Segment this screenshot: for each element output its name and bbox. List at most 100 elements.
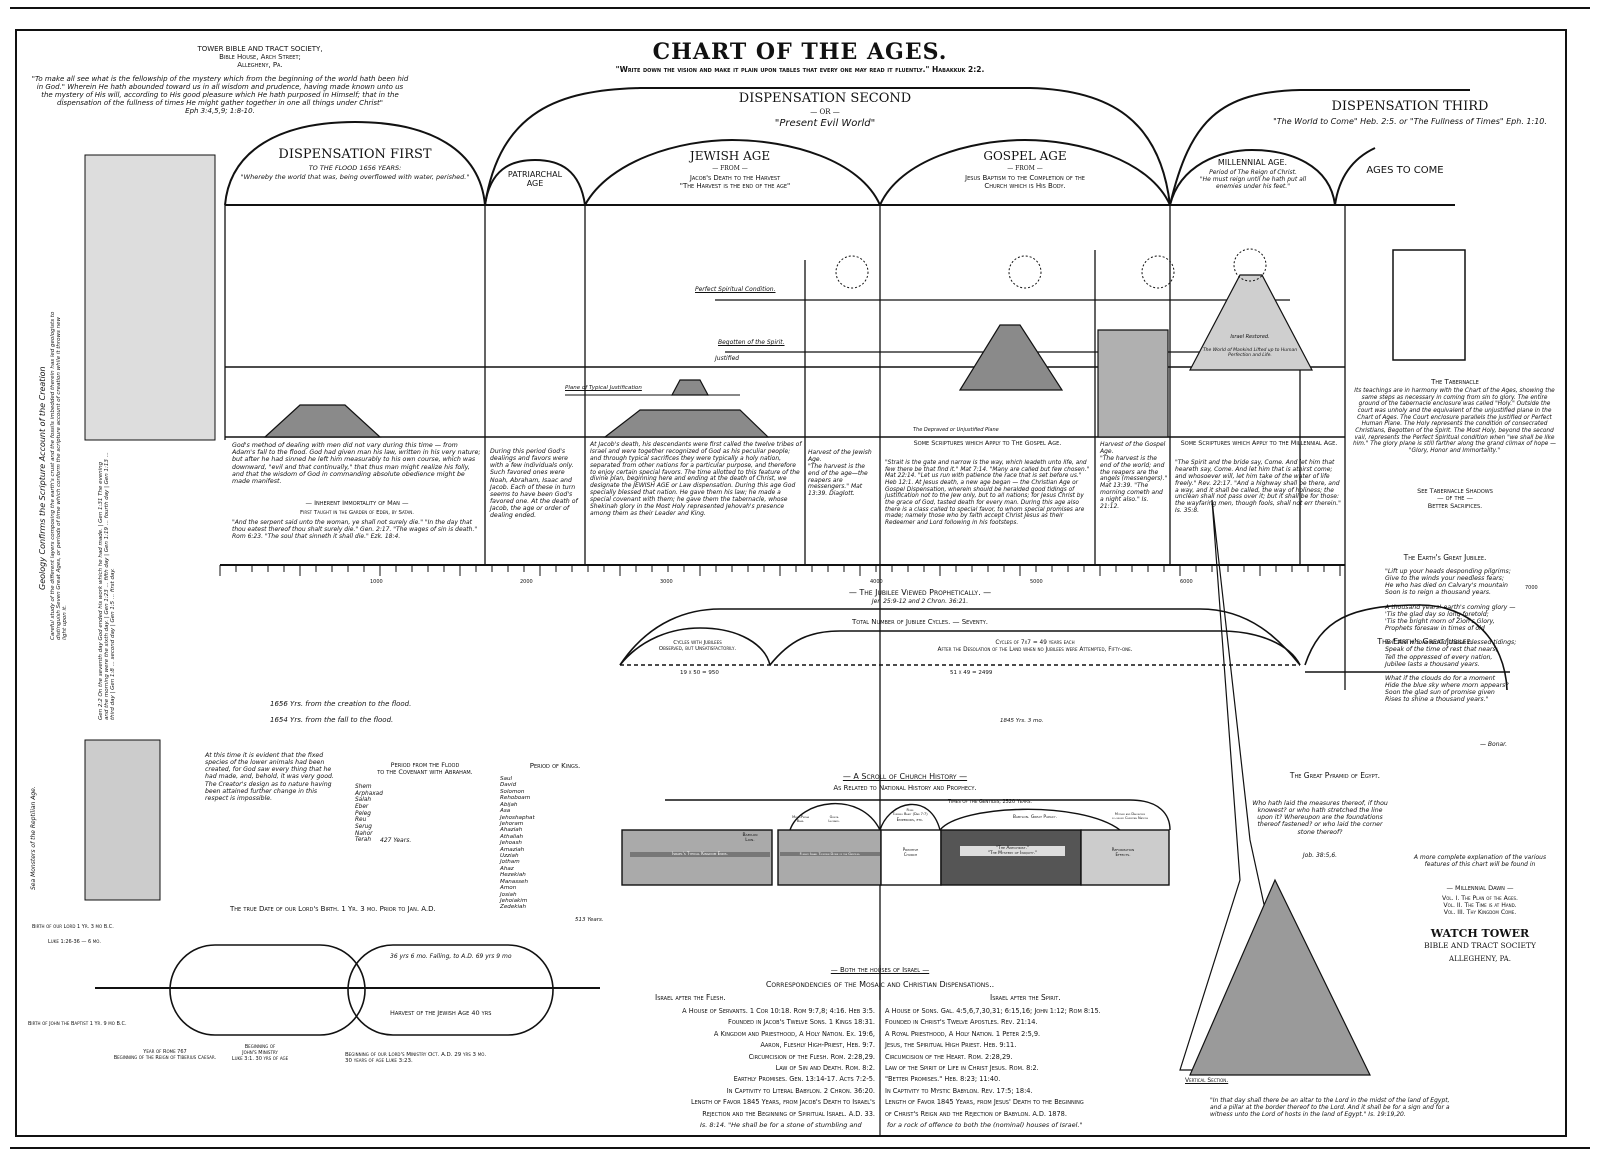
list-item: Jehoiakim	[500, 898, 528, 905]
sea-monster-illustration	[84, 739, 161, 901]
flood-table-title: Period from the Flood to the Covenant wi…	[377, 761, 473, 777]
list-item: Amaziah	[500, 846, 525, 853]
gospel-age-from: — FROM —	[1007, 165, 1043, 172]
scroll-grecia: Grecia Leopard.	[828, 815, 840, 824]
gospel-text: "Strait is the gate and narrow is the wa…	[885, 460, 1090, 526]
explanation-note: A more complete explanation of the vario…	[1413, 854, 1547, 868]
great-pyramid-title: The Great Pyramid of Egypt.	[1289, 771, 1381, 780]
arc-millennial-age	[1169, 148, 1336, 206]
list-item: Aaron, Fleshly High-Priest, Heb. 9:7.	[760, 1041, 875, 1050]
list-item: A Royal Priesthood, A Holy Nation. 1 Pet…	[885, 1029, 1041, 1038]
birth-harvest: Harvest of the Jewish Age 40 yrs	[390, 1009, 492, 1017]
list-item: Circumcision of the Heart. Rom. 2:28,29.	[885, 1052, 1013, 1061]
gospel-age-title: GOSPEL AGE	[983, 149, 1067, 163]
glory-rays	[835, 248, 1267, 289]
scroll-reformation-label: Reformation Effects.	[1111, 847, 1135, 857]
jewish-age-desc: Jacob's Death to the Harvest "The Harves…	[679, 174, 791, 191]
dispensation-second-sub: "Present Evil World"	[774, 118, 876, 129]
list-item: Rejection and the Beginning of Spiritual…	[702, 1109, 875, 1118]
list-item: Jehoash	[500, 840, 522, 847]
spirit-heading: Israel after the Spirit.	[990, 993, 1061, 1002]
arc-gospel-age	[879, 138, 1171, 206]
flesh-list: A House of Servants. 1 Cor 10:18. Rom 9:…	[590, 1006, 875, 1120]
kings-table-title: Period of Kings.	[529, 762, 581, 770]
sea-monsters-label: Sea Monsters of the Reptilian Age.	[30, 786, 37, 890]
fixed-species-text: At this time it is evident that the fixe…	[205, 752, 334, 802]
plane-depraved-label: The Depraved or Unjustified Plane	[913, 427, 999, 433]
scroll-trodden-label: Fleshly Israel Trodden Down of the Genti…	[780, 852, 880, 857]
jubilee-desolation: Cycles of 7x7 = 49 years each After the …	[937, 640, 1133, 653]
scroll-emperors: Emperors, etc.	[896, 817, 924, 822]
pyramid-jewish-top	[671, 379, 709, 396]
tabernacle-drawing	[1392, 249, 1466, 361]
birth-john: Beginning of John's Ministry Luke 3:1. 3…	[231, 1044, 289, 1062]
society-address: TOWER BIBLE AND TRACT SOCIETY, Bible Hou…	[197, 45, 323, 70]
spirit-list: A House of Sons. Gal. 4:5,6,7,30,31; 6:1…	[885, 1006, 1205, 1120]
geology-title: Geology Confirms the Scripture Account o…	[38, 366, 47, 590]
list-item: Nahor	[355, 830, 373, 837]
arc-jubilee-total	[619, 608, 1301, 666]
scroll-title: — A Scroll of Church History —	[842, 772, 968, 781]
dispensation-first-quote: "Whereby the world that was, being overf…	[240, 173, 470, 181]
geology-days: Gen 2:2 On the seventh day God ended his…	[98, 452, 116, 720]
pyramid-millennial	[1189, 274, 1313, 371]
list-item: Length of Favor 1845 Years, from Jesus' …	[885, 1098, 1084, 1107]
arc-dispensation-second	[484, 87, 1171, 206]
list-item: Salah	[355, 797, 372, 804]
birth-ministry: Beginning of our Lord's Ministry Oct. A.…	[345, 1052, 487, 1065]
immortality-quote: "And the serpent said unto the woman, ye…	[232, 519, 478, 540]
great-pyramid-ref: Job. 38:5,6.	[1302, 852, 1338, 859]
scroll-typical-kingdom	[621, 829, 773, 886]
list-item: Asa	[500, 808, 511, 815]
publisher-subtitle: BIBLE AND TRACT SOCIETY	[1424, 941, 1536, 950]
plane-perfect-label: Perfect Spiritual Condition.	[695, 286, 776, 293]
earths-great-jubilee-label: The Earth's Great Jubilee.	[1377, 637, 1473, 646]
list-item: In Captivity to Literal Babylon. 2 Chron…	[726, 1086, 875, 1095]
span-1845: 1845 Yrs. 3 mo.	[1000, 718, 1044, 724]
plane-typical-label: Plane of Typical Justification	[565, 385, 642, 391]
plane-justified-label: Justified	[715, 355, 740, 362]
birth-falling: 36 yrs 6 mo. Falling, to A.D. 69 yrs 9 m…	[390, 953, 512, 960]
timeline-tick-label: 1000	[370, 579, 383, 585]
jubilee-observed: Cycles with Jubilees Observed, but Unsat…	[658, 640, 737, 653]
birth-baptist: Birth of John the Baptist 1 Yr. 9 mo B.C…	[28, 1021, 127, 1027]
list-item: Amon	[500, 885, 517, 892]
page-subtitle: "Write down the vision and make it plain…	[615, 65, 985, 74]
list-item: Jotham	[500, 859, 520, 866]
immortality-sub: First Taught in the Garden of Eden, by S…	[300, 510, 414, 516]
list-item: Abijah	[500, 801, 518, 808]
gospel-age-desc: Jesus Baptism to the Completion of the C…	[965, 174, 1085, 191]
poem-title: The Earth's Great Jubilee.	[1403, 553, 1487, 562]
immortality-title: — Inherent Immortality of Man —	[305, 499, 409, 507]
patriarchal-age-title: PATRIARCHAL AGE	[507, 170, 563, 189]
publisher-city: ALLEGHENY, PA.	[1449, 955, 1511, 963]
poem-author: — Bonar.	[1480, 741, 1507, 748]
dispensation-third-sub: "The World to Come" Heb. 2:5. or "The Fu…	[1273, 117, 1547, 126]
dispensation-third-title: DISPENSATION THIRD	[1331, 99, 1489, 114]
list-item: Rehoboam	[500, 795, 531, 802]
isaiah-footer-right: for a rock of offence to both the (nomin…	[887, 1121, 1083, 1129]
list-item: "Better Promises." Heb. 8:23; 11:40.	[885, 1075, 1001, 1084]
pyramid-gospel	[958, 324, 1064, 391]
list-item: Zedekiah	[500, 904, 527, 911]
list-item: A House of Sons. Gal. 4:5,6,7,30,31; 6:1…	[885, 1007, 1101, 1015]
isaiah-19-quote: "In that day shall there be an altar to …	[1210, 1097, 1450, 1118]
jubilee-title: — The Jubilee Viewed Prophetically. —	[848, 588, 992, 597]
list-item: Circumcision of the Flesh. Rom. 2:28,29.	[748, 1052, 875, 1061]
list-item: Peleg	[355, 810, 371, 817]
jewish-age-from: — FROM —	[712, 165, 748, 172]
great-pyramid-quote: Who hath laid the measures thereof, if t…	[1252, 800, 1388, 836]
list-item: Jehoshaphat	[500, 814, 535, 821]
list-item: Jehoram	[500, 820, 524, 827]
timeline-tick-label: 6000	[1180, 579, 1193, 585]
volumes-list: Vol. I. The Plan of the Ages. Vol. II. T…	[1441, 895, 1519, 917]
scroll-great-babylon: Babylon. Great Papacy.	[1012, 815, 1058, 820]
times-of-gentiles: Times of the Gentiles, 2520 Years.	[948, 799, 1032, 805]
list-item: Uzziah	[500, 853, 519, 860]
tabernacle-text: Its teachings are in harmony with the Ch…	[1353, 388, 1556, 454]
ellipse-jewish-harvest	[347, 944, 554, 1036]
dispensation-second-or: — OR —	[810, 108, 840, 116]
